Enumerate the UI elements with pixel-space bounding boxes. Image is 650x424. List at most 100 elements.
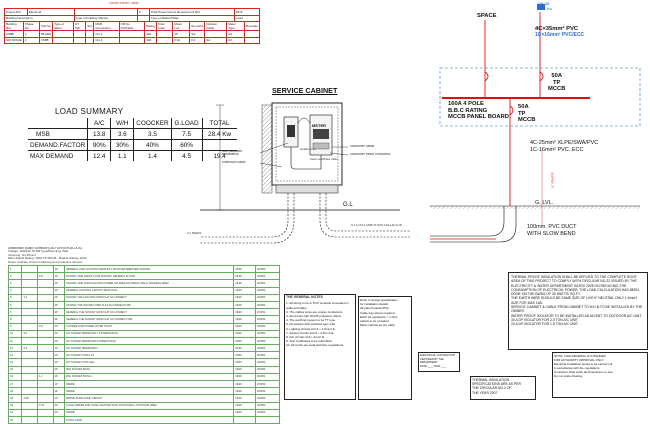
schedule-cell: GENERAL LIGHTING CIRCUIT/ MAIN HALL <box>64 286 235 295</box>
schedule-cell <box>37 279 54 288</box>
schedule-cell <box>21 372 39 382</box>
schedule-sub4: Notes: Indicate circuit numbering and pr… <box>8 260 83 264</box>
schedule-cell: 15 <box>7 365 23 374</box>
schedule-cell: 1P <box>52 322 66 331</box>
schedule-cell: 20/25S <box>255 344 280 353</box>
schedule-cell <box>21 315 39 324</box>
note-line: THERMAL INSULATION <box>472 378 510 382</box>
breaker <box>287 125 295 137</box>
note-line: 10- All works per local authority regula… <box>286 343 344 348</box>
r2c7 <box>118 36 146 44</box>
schedule-cell <box>21 401 39 410</box>
schedule-cell: 16/20 <box>233 286 257 295</box>
breaker-arc-out <box>509 105 514 116</box>
meter-label: METER <box>312 123 326 128</box>
schedule-cell: GENERAL THE SOCKET GRID FLAT 6A CONNECT <box>64 308 235 317</box>
r2c12: Sw <box>204 36 228 44</box>
meter-display <box>313 129 329 139</box>
schedule-cell: 16/20 <box>233 387 257 396</box>
note-line: 7- Socket circuits 2x2.5 + 2.5mm² E. <box>286 330 335 335</box>
breaker-arc-main <box>539 71 544 82</box>
schedule-cell: 2.4 <box>21 344 39 353</box>
schedule-title: Distribution Board Schedule (DB-FURNISH-… <box>8 247 83 250</box>
schedule-cell: 1P <box>52 344 66 353</box>
schedule-sub3: Main Switch Rating: 100A TP MCCB · Busba… <box>8 257 87 261</box>
schedule-cell: 14 <box>7 358 23 367</box>
schedule-cell: 16/20 <box>233 265 257 274</box>
schedule-cell: SPARE <box>64 380 235 389</box>
note-line: 3- All circuits with RCCB protection 30m… <box>286 314 342 319</box>
feeder-top-label: 4C×35mm² PVC 1C×16mm² PVC/ECC <box>535 26 584 38</box>
schedule-cell: 16/20 <box>233 408 257 417</box>
schedule-cell: 12 <box>7 344 23 353</box>
col-h-2: Unit No <box>38 21 54 31</box>
to-main-label: TO MAIN <box>186 232 201 235</box>
schedule-cell: 20/25S <box>255 358 280 367</box>
schedule-cell: 1P <box>52 365 66 374</box>
schedule-cell: 1.2 <box>37 372 54 382</box>
schedule-cell: A/C SOCKET BEDROOM 2 <box>64 344 235 353</box>
schedule-cell: SOCKET THE LIGHTING GRID FLAT 6A CONNECT <box>64 293 235 302</box>
col-h-4: CT Tab <box>72 21 87 31</box>
db-symbol <box>537 4 545 10</box>
load-summary-table: A/C W/H COOCKER G.LOAD TOTAL MSB 13.8 3.… <box>28 118 237 161</box>
schedule-cell: 3.8 <box>37 272 54 281</box>
schedule-cell: 5 <box>7 293 23 302</box>
r2c9 <box>155 36 174 44</box>
schedule-cell: 2P <box>52 300 66 310</box>
right-notes-box: THERMAL PROOF INSULATION SHALL BE APPLIE… <box>508 272 648 350</box>
schedule-cell: 19 <box>7 394 23 403</box>
duct-bend-b <box>430 206 517 243</box>
note-line: CERTIFIED BY THE DEPARTMENT <box>420 357 444 365</box>
note-line: ELECTRICAL CONTRACTOR <box>420 354 455 357</box>
wall-hatch <box>261 104 273 194</box>
schedule-cell: 16/20 <box>233 365 257 374</box>
meter-terminal <box>312 142 330 150</box>
schedule-cell: 16/20 <box>233 300 257 310</box>
schedule-cell <box>21 387 39 396</box>
callout-earth: customer earth conductor <box>350 153 391 156</box>
schedule-cell <box>21 408 39 417</box>
schedule-cell: 20/25S <box>255 394 280 403</box>
cabinet-plinth <box>275 184 339 194</box>
schedule-cell: 17 <box>7 380 23 389</box>
note-line: 6- Lighting circuits 2x1.5 + 1.5mm² E. <box>286 326 336 331</box>
schedule-cell: 32/40 <box>233 336 257 346</box>
r2c0: SW SPACE <box>4 36 24 44</box>
col-h-0: Building Ref <box>4 21 24 31</box>
load-col-wh: W/H <box>110 118 134 129</box>
schedule-cell: 1P <box>52 387 66 396</box>
note-line: SPECIFICATIONS ARE AS PER <box>472 382 521 387</box>
leader-isolation <box>259 142 289 154</box>
schedule-cell: 1P <box>52 272 66 281</box>
sld-ground-strip <box>430 206 640 209</box>
schedule-cell: 20/25S <box>255 293 280 302</box>
note-line: All panel boards IP54 <box>360 306 389 311</box>
schedule-cell: 1P <box>52 293 66 302</box>
load-col-gload: G.LOAD <box>170 118 203 129</box>
schedule-cell: A/C SOCKET BEDROOM 1 STORE/OFFICE <box>64 329 235 338</box>
schedule-cell <box>37 336 54 346</box>
schedule-cell: 20/25S <box>255 387 280 396</box>
load-summary-title: LOAD SUMMARY <box>55 107 124 116</box>
schedule-cell <box>37 351 54 360</box>
schedule-cell: 13 <box>7 351 23 360</box>
load-df-ac: 90% <box>87 139 111 151</box>
schedule-cell <box>21 272 39 281</box>
space-label: SPACE <box>477 13 497 19</box>
depth-label: Lr 450mm <box>551 171 555 188</box>
schedule-cell <box>37 265 54 274</box>
